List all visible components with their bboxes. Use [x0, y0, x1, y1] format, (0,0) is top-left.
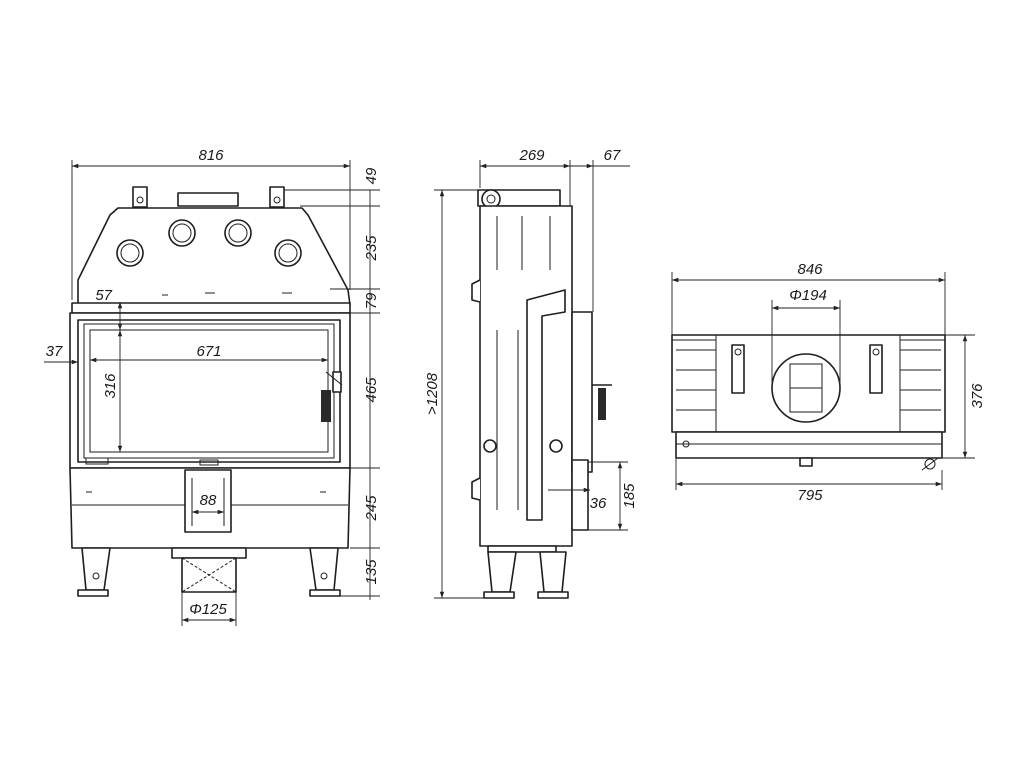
- label-handle: 67: [604, 147, 621, 164]
- label-side-offset: 37: [46, 343, 63, 360]
- front-dimensions: [44, 160, 380, 626]
- label-legs: 135: [363, 559, 380, 585]
- dimension-labels: 816 49 235 79 465 245 135 57 671 316 37 …: [46, 147, 986, 618]
- label-flue: Φ194: [789, 287, 827, 304]
- label-top-depth: 376: [969, 383, 986, 409]
- door-handle[interactable]: [321, 371, 343, 422]
- label-lintel: 79: [363, 292, 380, 309]
- side-dimensions: [434, 160, 630, 599]
- label-top-flange: 49: [363, 167, 380, 184]
- duct-outlets: [116, 219, 302, 267]
- top-dimensions: [671, 272, 975, 490]
- label-lever-offset: 36: [590, 495, 607, 512]
- label-front-width: 816: [198, 147, 224, 164]
- label-air-pipe: Φ125: [189, 601, 227, 618]
- air-pipe: [171, 547, 247, 593]
- air-inlet: [184, 469, 232, 533]
- label-door-height: 465: [363, 377, 380, 403]
- label-lever-height: 185: [621, 483, 638, 509]
- label-side-depth: 269: [518, 147, 545, 164]
- side-view: [471, 189, 612, 599]
- label-glass-width: 671: [196, 343, 221, 360]
- label-glass-top: 57: [95, 287, 112, 304]
- label-glass-height: 316: [102, 373, 119, 399]
- label-air-inlet: 88: [200, 492, 217, 509]
- flue-outlet: [771, 353, 841, 423]
- label-base-width: 795: [797, 487, 823, 504]
- label-upper-body: 235: [363, 235, 380, 262]
- front-view: [69, 186, 351, 597]
- top-view: [671, 334, 946, 471]
- label-top-width: 846: [797, 261, 823, 278]
- label-lower-body: 245: [363, 495, 380, 522]
- label-total-height: >1208: [424, 372, 441, 415]
